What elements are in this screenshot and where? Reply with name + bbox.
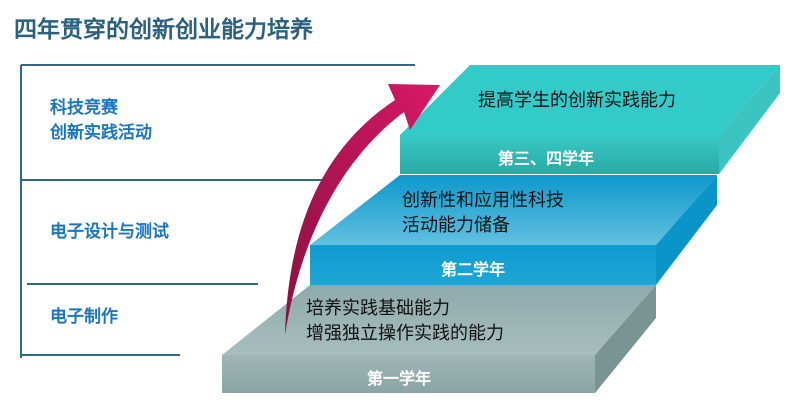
step-2-text: 创新性和应用性科技 活动能力储备 — [402, 188, 564, 238]
page-title: 四年贯穿的创新创业能力培养 — [14, 17, 313, 43]
step-line: 创新性和应用性科技 — [402, 190, 564, 211]
step-2-side-face — [656, 175, 717, 285]
step-1-front-face — [222, 355, 595, 393]
label-design-testing: 电子设计与测试 — [50, 222, 169, 242]
step-2-year: 第二学年 — [441, 260, 506, 279]
label-fabrication: 电子制作 — [50, 307, 118, 327]
step-line: 培养实践基础能力 — [306, 298, 450, 319]
step-1-side-face — [595, 285, 656, 393]
step-2-top-face — [310, 175, 717, 245]
step-3-side-face — [719, 65, 780, 174]
step-2 — [310, 175, 717, 285]
label-competitions: 科技竞赛 创新实践活动 — [50, 96, 152, 146]
label-line: 创新实践活动 — [50, 123, 152, 143]
label-line: 科技竞赛 — [50, 98, 118, 118]
step-3-year: 第三、四学年 — [498, 149, 595, 168]
step-3-front-face — [400, 135, 719, 174]
step-line: 增强独立操作实践的能力 — [306, 323, 504, 344]
step-1-text: 培养实践基础能力 增强独立操作实践的能力 — [306, 296, 504, 346]
step-3-top-face — [400, 65, 780, 135]
step-line: 活动能力储备 — [402, 215, 510, 236]
step-1-top-face — [222, 285, 656, 355]
step-3 — [400, 65, 780, 174]
growth-arrow — [285, 84, 440, 335]
step-2-front-face — [310, 245, 656, 285]
step-1-year: 第一学年 — [367, 369, 432, 388]
level-lines — [20, 64, 415, 358]
step-3-text: 提高学生的创新实践能力 — [478, 90, 676, 111]
step-1 — [222, 285, 656, 393]
